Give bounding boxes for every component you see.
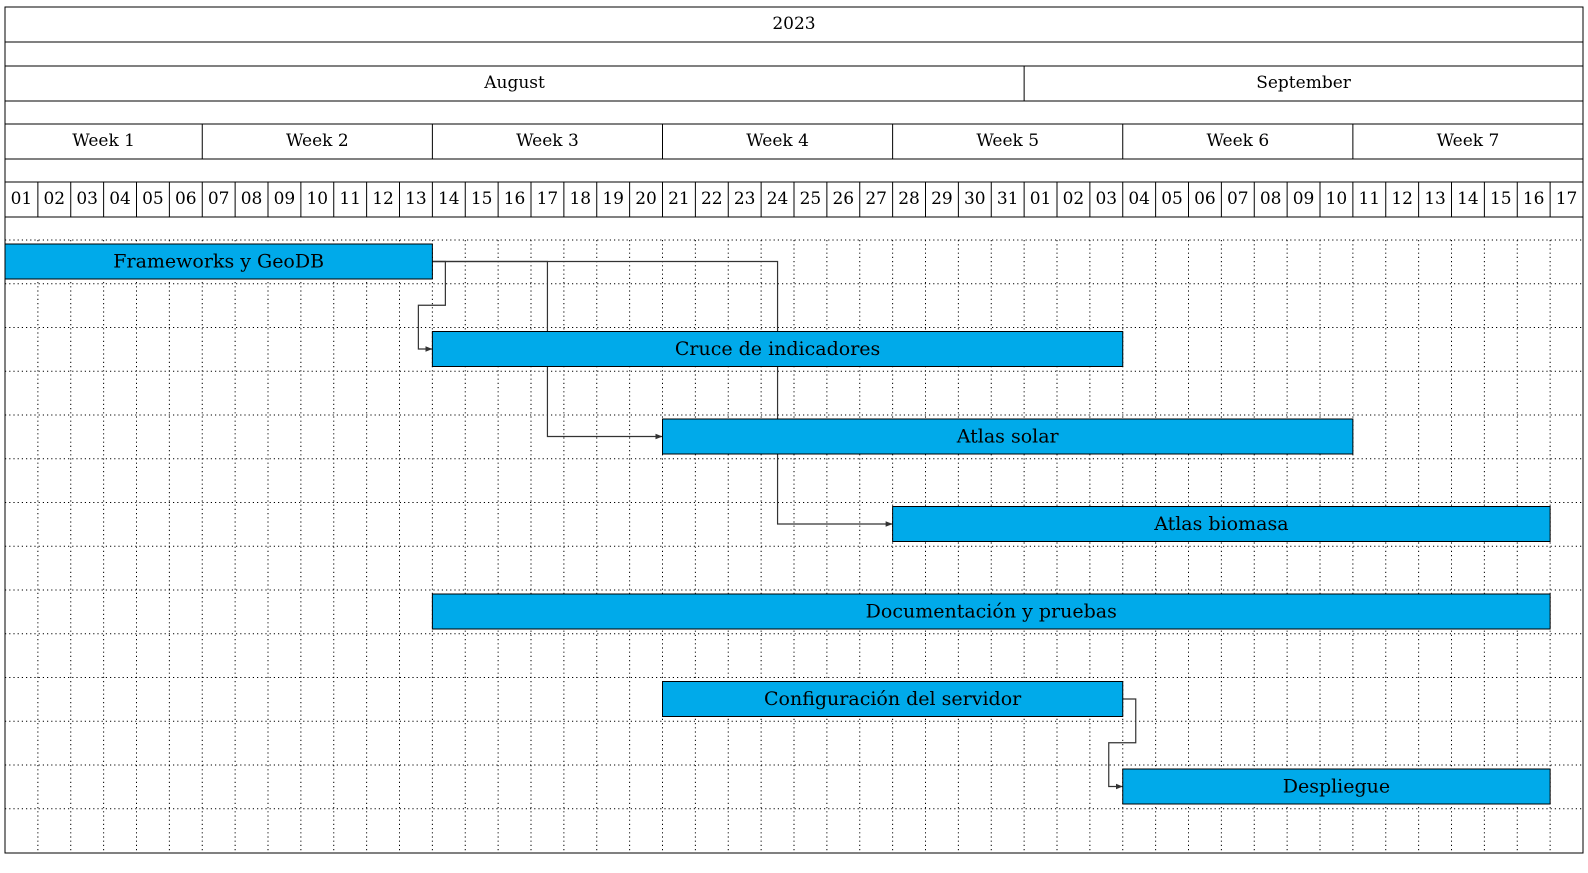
day-label: 09 xyxy=(1293,189,1315,209)
task-bar xyxy=(4,243,433,280)
task-label: Atlas solar xyxy=(956,426,1060,448)
year-label: 2023 xyxy=(772,14,815,34)
day-label: 12 xyxy=(1391,189,1413,209)
task-label: Configuración del servidor xyxy=(764,688,1022,710)
chart-grid xyxy=(4,216,1584,854)
day-label: 04 xyxy=(1128,189,1150,209)
day-label: 30 xyxy=(964,189,986,209)
day-label: 22 xyxy=(701,189,723,209)
day-label: 13 xyxy=(405,189,427,209)
spacer-row xyxy=(4,100,1584,125)
week-label: Week 2 xyxy=(286,131,349,151)
week-label: Week 4 xyxy=(746,131,809,151)
day-label: 25 xyxy=(800,189,822,209)
day-label: 08 xyxy=(1260,189,1282,209)
day-label: 27 xyxy=(865,189,887,209)
week-label: Week 6 xyxy=(1206,131,1269,151)
day-label: 20 xyxy=(635,189,657,209)
task-bar xyxy=(662,681,1124,717)
task-label: Documentación y pruebas xyxy=(866,601,1117,623)
day-label: 11 xyxy=(1358,189,1380,209)
dependency-arrow xyxy=(1108,698,1137,790)
task-bar xyxy=(892,506,1551,542)
task-bar xyxy=(1122,768,1551,805)
day-label: 03 xyxy=(1095,189,1117,209)
day-label: 08 xyxy=(241,189,263,209)
task-bar xyxy=(431,331,1124,367)
dependency-arrow xyxy=(432,260,893,527)
day-label: 03 xyxy=(76,189,98,209)
day-label: 26 xyxy=(832,189,854,209)
day-label: 17 xyxy=(1556,189,1578,209)
task-label: Frameworks y GeoDB xyxy=(113,251,324,273)
day-label: 18 xyxy=(569,189,591,209)
day-label: 29 xyxy=(931,189,953,209)
day-label: 10 xyxy=(1326,189,1348,209)
spacer-row xyxy=(4,41,1584,67)
spacer-row xyxy=(4,158,1584,183)
day-label: 04 xyxy=(109,189,131,209)
day-label: 10 xyxy=(306,189,328,209)
day-label: 06 xyxy=(175,189,197,209)
day-label: 12 xyxy=(372,189,394,209)
day-label: 14 xyxy=(1457,189,1479,209)
day-label: 13 xyxy=(1424,189,1446,209)
day-label: 15 xyxy=(471,189,493,209)
week-label: Week 3 xyxy=(516,131,579,151)
day-label: 24 xyxy=(767,189,789,209)
week-label: Week 7 xyxy=(1437,131,1500,151)
day-label: 16 xyxy=(504,189,526,209)
day-label: 28 xyxy=(898,189,920,209)
day-label: 19 xyxy=(602,189,624,209)
day-label: 05 xyxy=(1161,189,1183,209)
month-label: September xyxy=(1256,73,1352,93)
day-label: 07 xyxy=(1227,189,1249,209)
day-label: 31 xyxy=(997,189,1019,209)
task-label: Atlas biomasa xyxy=(1153,513,1288,535)
task-label: Cruce de indicadores xyxy=(675,338,880,360)
day-label: 14 xyxy=(438,189,460,209)
day-label: 06 xyxy=(1194,189,1216,209)
task-bar xyxy=(662,418,1354,455)
day-label: 05 xyxy=(142,189,164,209)
task-label: Despliegue xyxy=(1283,776,1390,798)
month-label: August xyxy=(483,73,545,93)
day-label: 01 xyxy=(1030,189,1052,209)
week-label: Week 5 xyxy=(976,131,1039,151)
day-label: 16 xyxy=(1523,189,1545,209)
task-bar xyxy=(431,593,1551,630)
day-label: 23 xyxy=(734,189,756,209)
day-label: 07 xyxy=(208,189,230,209)
grid-frame xyxy=(4,216,1584,854)
day-label: 17 xyxy=(537,189,559,209)
week-label: Week 1 xyxy=(72,131,135,151)
day-label: 15 xyxy=(1490,189,1512,209)
task-bars: Frameworks y GeoDB Cruce de indicadoresAt… xyxy=(4,243,1551,805)
day-label: 01 xyxy=(11,189,33,209)
day-label: 02 xyxy=(1063,189,1085,209)
day-label: 21 xyxy=(668,189,690,209)
day-label: 09 xyxy=(274,189,296,209)
day-label: 02 xyxy=(43,189,65,209)
day-label: 11 xyxy=(339,189,361,209)
